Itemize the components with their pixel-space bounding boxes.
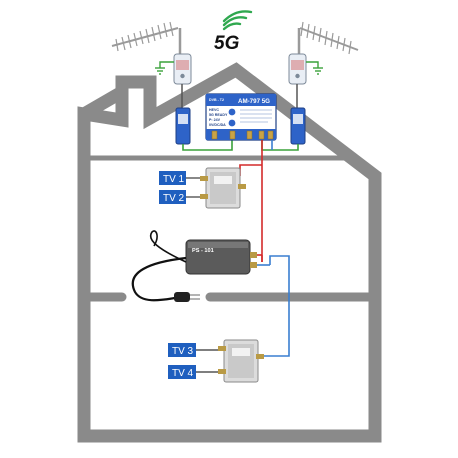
- outlet-tv1: TV 1: [159, 171, 186, 185]
- yagi-antenna-icon-left: [111, 21, 182, 54]
- amplifier-model: AM-797 5G: [238, 98, 270, 105]
- amplifier-spec-line: P: 24V: [209, 118, 221, 122]
- splitter-lower: [218, 339, 264, 383]
- ground-icon-right: [306, 61, 323, 75]
- power-supply-model: PS - 101: [192, 248, 214, 254]
- ground-icon-left: [155, 61, 174, 75]
- outlet-tv1-label: TV 1: [163, 174, 185, 185]
- power-plug-icon: [174, 292, 200, 302]
- yagi-antenna-icon-right: [297, 21, 359, 55]
- 5g-signal-waves-icon: [222, 10, 253, 31]
- 5g-logo-text: 5G: [214, 33, 240, 54]
- preamp-right: [288, 53, 307, 85]
- outlet-tv4-label: TV 4: [172, 368, 194, 379]
- inserter-left: [175, 107, 191, 145]
- amplifier-spec-lines: DVB - T2 HEVC 5G READY P: 24V 0V/DC/DA: [209, 98, 228, 127]
- outlet-tv2: TV 2: [159, 190, 186, 204]
- coax-red-branch: [239, 164, 262, 176]
- coax-blue-main: [258, 255, 290, 357]
- house-outline: [77, 62, 382, 443]
- house: [77, 62, 382, 443]
- amplifier-spec-line: DVB - T2: [209, 98, 224, 102]
- power-supply: PS - 101: [185, 239, 257, 275]
- 5g-logo: 5G: [214, 10, 253, 54]
- amplifier-knob: [228, 108, 236, 116]
- cable-green-left: [182, 140, 233, 151]
- outlet-tv3: TV 3: [168, 343, 196, 357]
- outlet-tv3-label: TV 3: [172, 346, 194, 357]
- outlet-tv4: TV 4: [168, 365, 196, 379]
- amplifier-knob: [228, 119, 236, 127]
- amplifier-spec-line: 0V/DC/DA: [209, 123, 226, 127]
- amplifier-connectors: [211, 130, 274, 140]
- amplifier-spec-line: HEVC: [209, 108, 219, 112]
- preamp-left: [173, 53, 192, 85]
- inserter-right: [290, 107, 306, 145]
- amplifier-spec-line: 5G READY: [209, 113, 228, 117]
- amplifier: AM-797 5G DVB - T2 HEVC 5G READY P: 24V …: [205, 93, 277, 141]
- splitter-upper: [200, 167, 246, 209]
- power-cord: [131, 256, 187, 302]
- outlet-tv2-label: TV 2: [163, 193, 185, 204]
